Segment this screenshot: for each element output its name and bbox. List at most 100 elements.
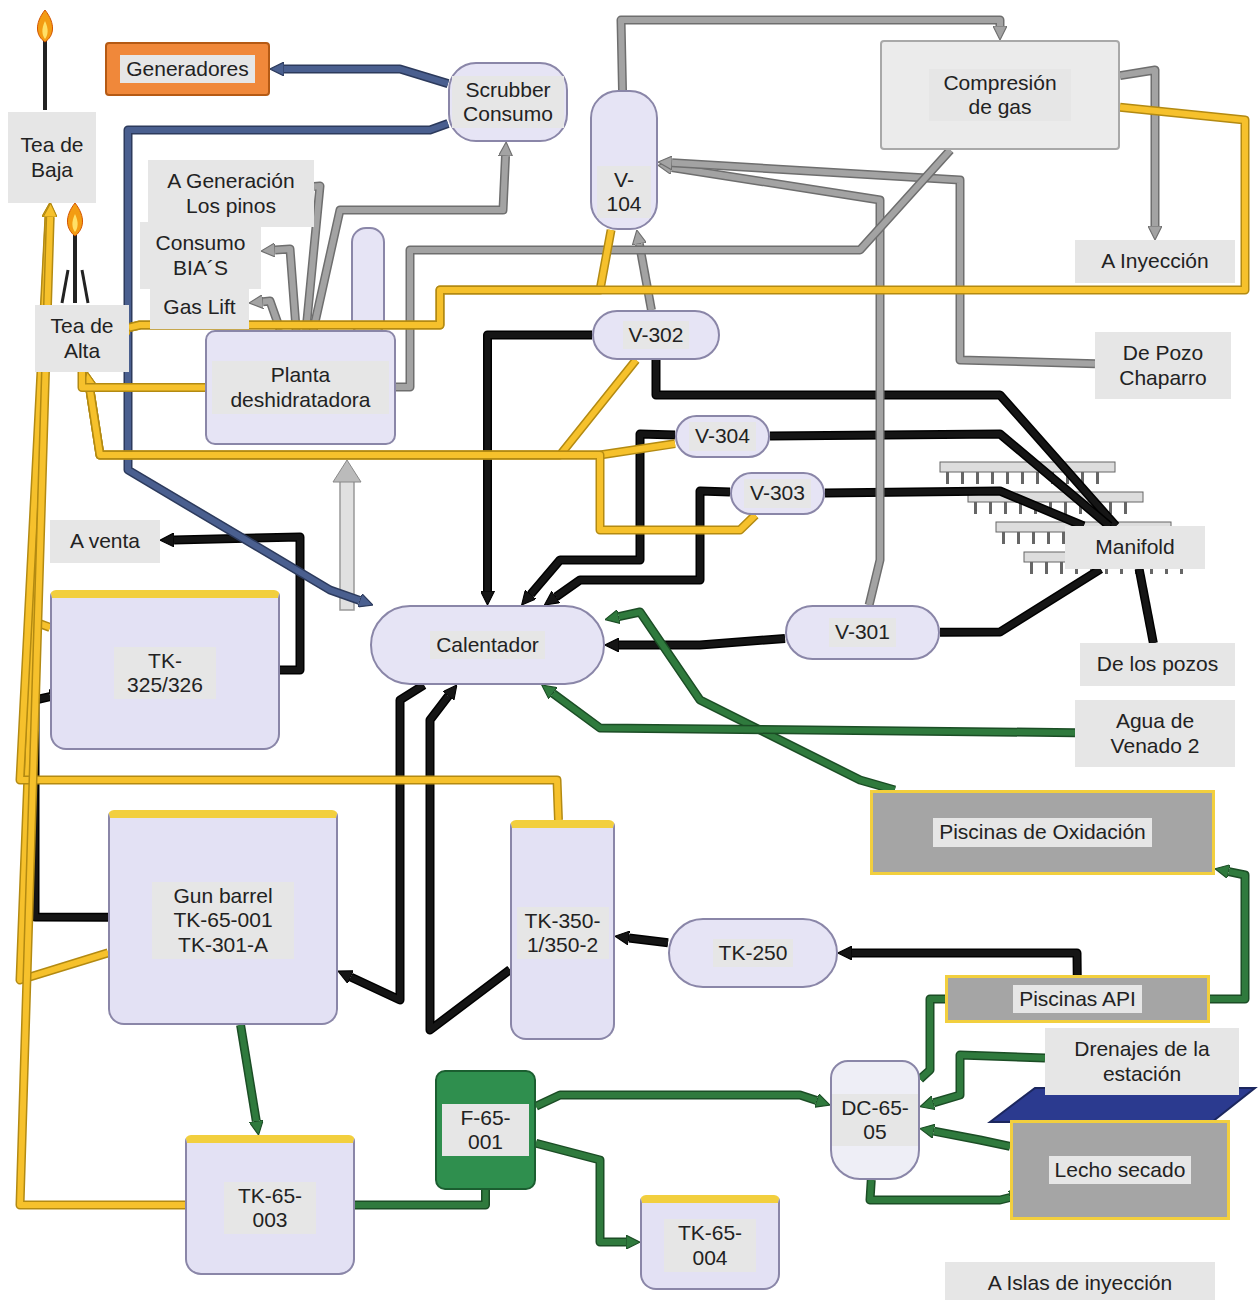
pipe-line — [1120, 70, 1155, 226]
pipe-outline — [355, 1190, 486, 1205]
pipe-outline — [629, 938, 668, 943]
endpoint-label: A Generación Los pinos — [148, 160, 314, 227]
pipe-outline — [536, 1095, 817, 1106]
pipe-line — [20, 217, 558, 820]
pipe-outline — [284, 69, 448, 84]
vertical-vessel: Scrubber Consumo — [448, 62, 568, 142]
pipe-outline — [488, 335, 593, 591]
storage-tank: TK-65-004 — [640, 1195, 780, 1290]
pipe-connector — [672, 167, 880, 605]
pipe-connector — [1120, 70, 1155, 226]
endpoint-label: Tea de Baja — [8, 112, 96, 203]
vertical-vessel: V-104 — [590, 90, 658, 230]
pipe-line — [351, 685, 424, 1000]
flare-flame-core — [72, 214, 77, 232]
pipe-line — [129, 230, 611, 328]
pipe-connector — [536, 1143, 626, 1242]
pipe-outline — [241, 1025, 257, 1121]
pipe-line — [1210, 872, 1245, 999]
pipe-outline — [920, 999, 945, 1079]
node-label: Piscinas API — [1013, 985, 1142, 1013]
pipe-connector — [825, 491, 1084, 526]
node-label: Drenajes de la estación — [1051, 1035, 1233, 1087]
flare-stack — [43, 40, 47, 110]
pipe-connector — [619, 638, 785, 645]
pipe-line — [629, 938, 668, 943]
node-label: TK-350-1/350-2 — [517, 907, 609, 959]
pipe-connector — [89, 386, 755, 530]
node-label: A Generación Los pinos — [155, 167, 307, 219]
node-label: A Inyección — [1095, 247, 1214, 275]
pipe-connector — [940, 569, 1101, 632]
endpoint-label: Manifold — [1065, 526, 1205, 569]
pipe-outline — [351, 685, 424, 1000]
node-label: TK-325/326 — [114, 647, 216, 699]
storage-tank: TK-325/326 — [50, 590, 280, 750]
pipe-line — [672, 163, 1095, 364]
horizontal-vessel: V-302 — [592, 310, 720, 360]
generator-set: Generadores — [105, 42, 270, 96]
pipe-line — [553, 693, 1075, 732]
heater-stack — [333, 460, 361, 610]
flare-leg — [82, 270, 88, 303]
node-label: De los pozos — [1091, 650, 1224, 678]
pipe-connector — [556, 491, 730, 597]
pipe-connector — [934, 1131, 1010, 1146]
pipe-connector — [553, 693, 1075, 732]
pipe-line — [852, 953, 1077, 975]
node-label: V-104 — [597, 166, 651, 218]
flare-flame-core — [42, 21, 47, 39]
pipe-connector — [82, 372, 205, 388]
filter-vessel: F-65-001 — [435, 1070, 536, 1190]
pipe-connector — [241, 1025, 257, 1121]
node-label: Compresión de gas — [929, 69, 1071, 121]
pipe-connector — [284, 69, 448, 84]
pipe-outline — [825, 491, 1084, 526]
pipe-outline — [396, 150, 950, 387]
pipe-line — [313, 156, 505, 330]
pipe-line — [1139, 569, 1153, 643]
high-flare — [62, 203, 88, 303]
decanter-vessel: DC-65-05 — [830, 1060, 920, 1180]
pipe-outline — [430, 696, 510, 1030]
compressor-unit: Compresión de gas — [880, 40, 1120, 150]
node-label: A Islas de inyección — [982, 1269, 1178, 1297]
horizontal-vessel: V-301 — [785, 605, 940, 660]
node-label: A venta — [64, 527, 146, 555]
endpoint-label: A Inyección — [1075, 240, 1235, 283]
pipe-outline — [556, 491, 730, 597]
pipe-connector — [430, 696, 510, 1030]
pipe-line — [672, 167, 880, 605]
node-label: V-303 — [744, 479, 811, 507]
pipe-outline — [1139, 569, 1153, 643]
pipe-outline — [1120, 70, 1155, 226]
pipe-line — [940, 569, 1101, 632]
endpoint-label: Tea de Alta — [35, 305, 129, 372]
pipe-line — [536, 1095, 817, 1106]
node-label: TK-250 — [713, 939, 794, 967]
node-label: Agua de Venado 2 — [1084, 707, 1226, 759]
flare-leg — [62, 270, 68, 303]
node-label: Manifold — [1089, 533, 1180, 561]
pipe-line — [82, 372, 205, 388]
pipe-outline — [129, 230, 611, 328]
pipe-connector — [129, 230, 611, 328]
dehydration-column — [352, 228, 384, 336]
low-flare — [37, 10, 52, 110]
node-label: Lecho secado — [1049, 1156, 1192, 1184]
pipe-connector — [1139, 569, 1153, 643]
endpoint-label: De los pozos — [1080, 643, 1235, 686]
pipe-line — [241, 1025, 257, 1121]
pond: Lecho secado — [1010, 1120, 1230, 1220]
pipe-connector — [1210, 872, 1245, 999]
node-label: TK-65-004 — [664, 1219, 756, 1271]
pipe-outline — [933, 1055, 1045, 1103]
pipe-connector — [672, 163, 1095, 364]
pipe-outline — [82, 372, 205, 388]
horizontal-vessel: Calentador — [370, 605, 605, 685]
node-label: Planta deshidratadora — [212, 361, 389, 413]
pipe-connector — [396, 150, 950, 387]
pipe-line — [934, 1131, 1010, 1146]
pipe-line — [355, 1190, 486, 1205]
flare-stack — [73, 235, 77, 303]
